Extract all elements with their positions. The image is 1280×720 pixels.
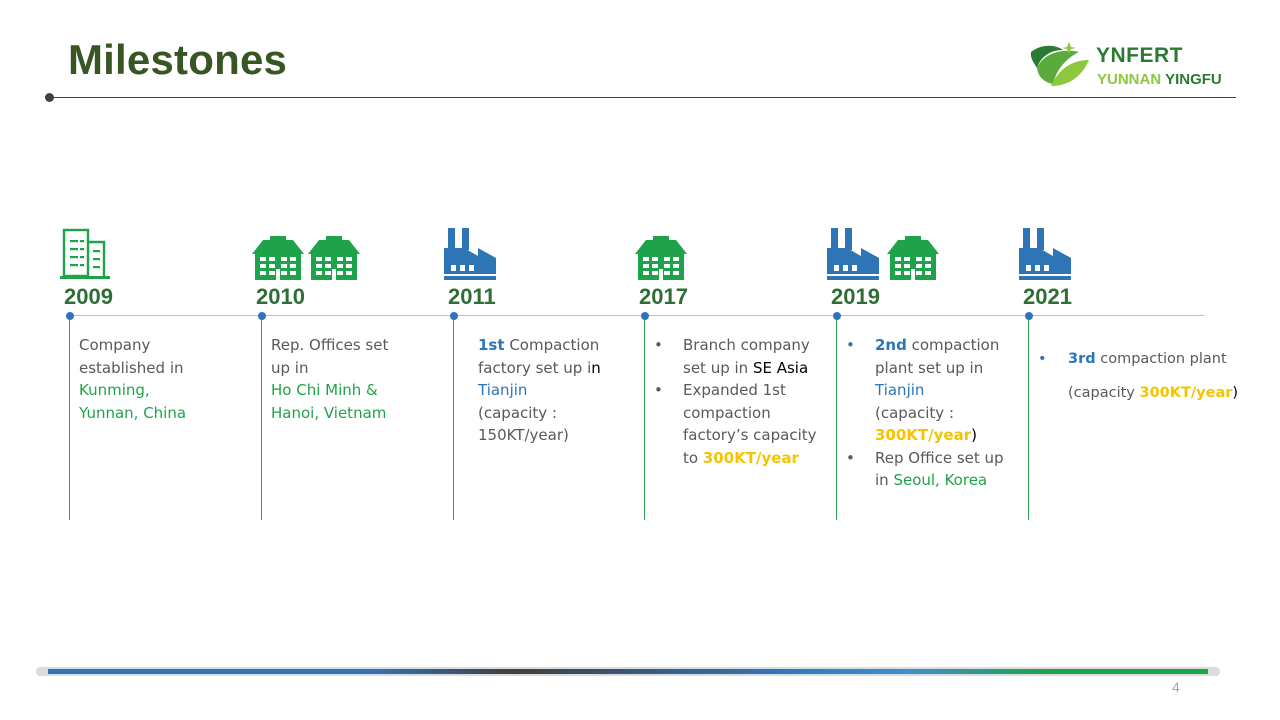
milestone-2011: 2011 1st Compaction factory set up in Ti… xyxy=(450,220,642,520)
footer-gradient-bar xyxy=(48,669,1208,674)
milestone-year: 2017 xyxy=(639,284,688,309)
milestone-2019: 2019 2nd compaction plant set up in Tian… xyxy=(833,220,1025,520)
office-building-icon xyxy=(60,228,110,280)
milestone-year: 2021 xyxy=(1023,284,1072,309)
timeline-node xyxy=(66,312,74,320)
milestone-2017: 2017 Branch company set up in SE Asia Ex… xyxy=(641,220,833,520)
logo-brand-text: YNFERT xyxy=(1096,44,1183,67)
milestone-year: 2010 xyxy=(256,284,305,309)
timeline-node xyxy=(258,312,266,320)
bullet-item: Expanded 1st compaction factory’s capaci… xyxy=(654,379,832,469)
timeline-line xyxy=(66,315,1204,316)
milestone-year: 2011 xyxy=(448,284,496,309)
logo-subtitle: YUNNAN YINGFU xyxy=(1097,71,1222,88)
title-rule-dot xyxy=(45,93,54,102)
bullet-item: 3rd compaction plant (capacity 300KT/yea… xyxy=(1038,342,1258,410)
milestone-description: Rep. Offices set up in Ho Chi Minh & Han… xyxy=(271,336,389,422)
milestone-description: Company established in Kunming, Yunnan, … xyxy=(79,336,187,422)
factory-icon xyxy=(444,228,496,280)
company-logo: YNFERT YUNNAN YINGFU xyxy=(1027,38,1242,94)
timeline-node xyxy=(641,312,649,320)
page-number: 4 xyxy=(1172,679,1180,695)
factory-icon xyxy=(827,228,879,280)
title-rule xyxy=(50,97,1236,98)
timeline-node xyxy=(450,312,458,320)
milestone-2021: 2021 3rd compaction plant (capacity 300K… xyxy=(1023,220,1238,520)
house-icon xyxy=(887,236,939,280)
house-icon xyxy=(635,236,687,280)
bullet-item: 2nd compaction plant set up in Tianjin (… xyxy=(846,334,1024,447)
milestone-year: 2009 xyxy=(64,284,113,309)
milestone-description: 1st Compaction factory set up in Tianjin… xyxy=(478,336,601,444)
milestone-description: Branch company set up in SE Asia Expande… xyxy=(654,334,832,469)
timeline-node xyxy=(1025,312,1033,320)
page-title: Milestones xyxy=(68,36,288,83)
milestone-2009: 2009 Company established in Kunming, Yun… xyxy=(66,220,258,520)
milestone-year: 2019 xyxy=(831,284,880,309)
milestone-description: 2nd compaction plant set up in Tianjin (… xyxy=(846,334,1024,492)
leaf-logo-icon xyxy=(1030,42,1089,86)
milestone-2010: 2010 Rep. Offices set up in Ho Chi Minh … xyxy=(258,220,450,520)
factory-icon xyxy=(1019,228,1071,280)
bullet-item: Branch company set up in SE Asia xyxy=(654,334,832,379)
bullet-item: Rep Office set up in Seoul, Korea xyxy=(846,447,1024,492)
house-icon xyxy=(308,236,360,280)
timeline-node xyxy=(833,312,841,320)
house-icon xyxy=(252,236,304,280)
milestone-description: 3rd compaction plant (capacity 300KT/yea… xyxy=(1038,342,1258,410)
